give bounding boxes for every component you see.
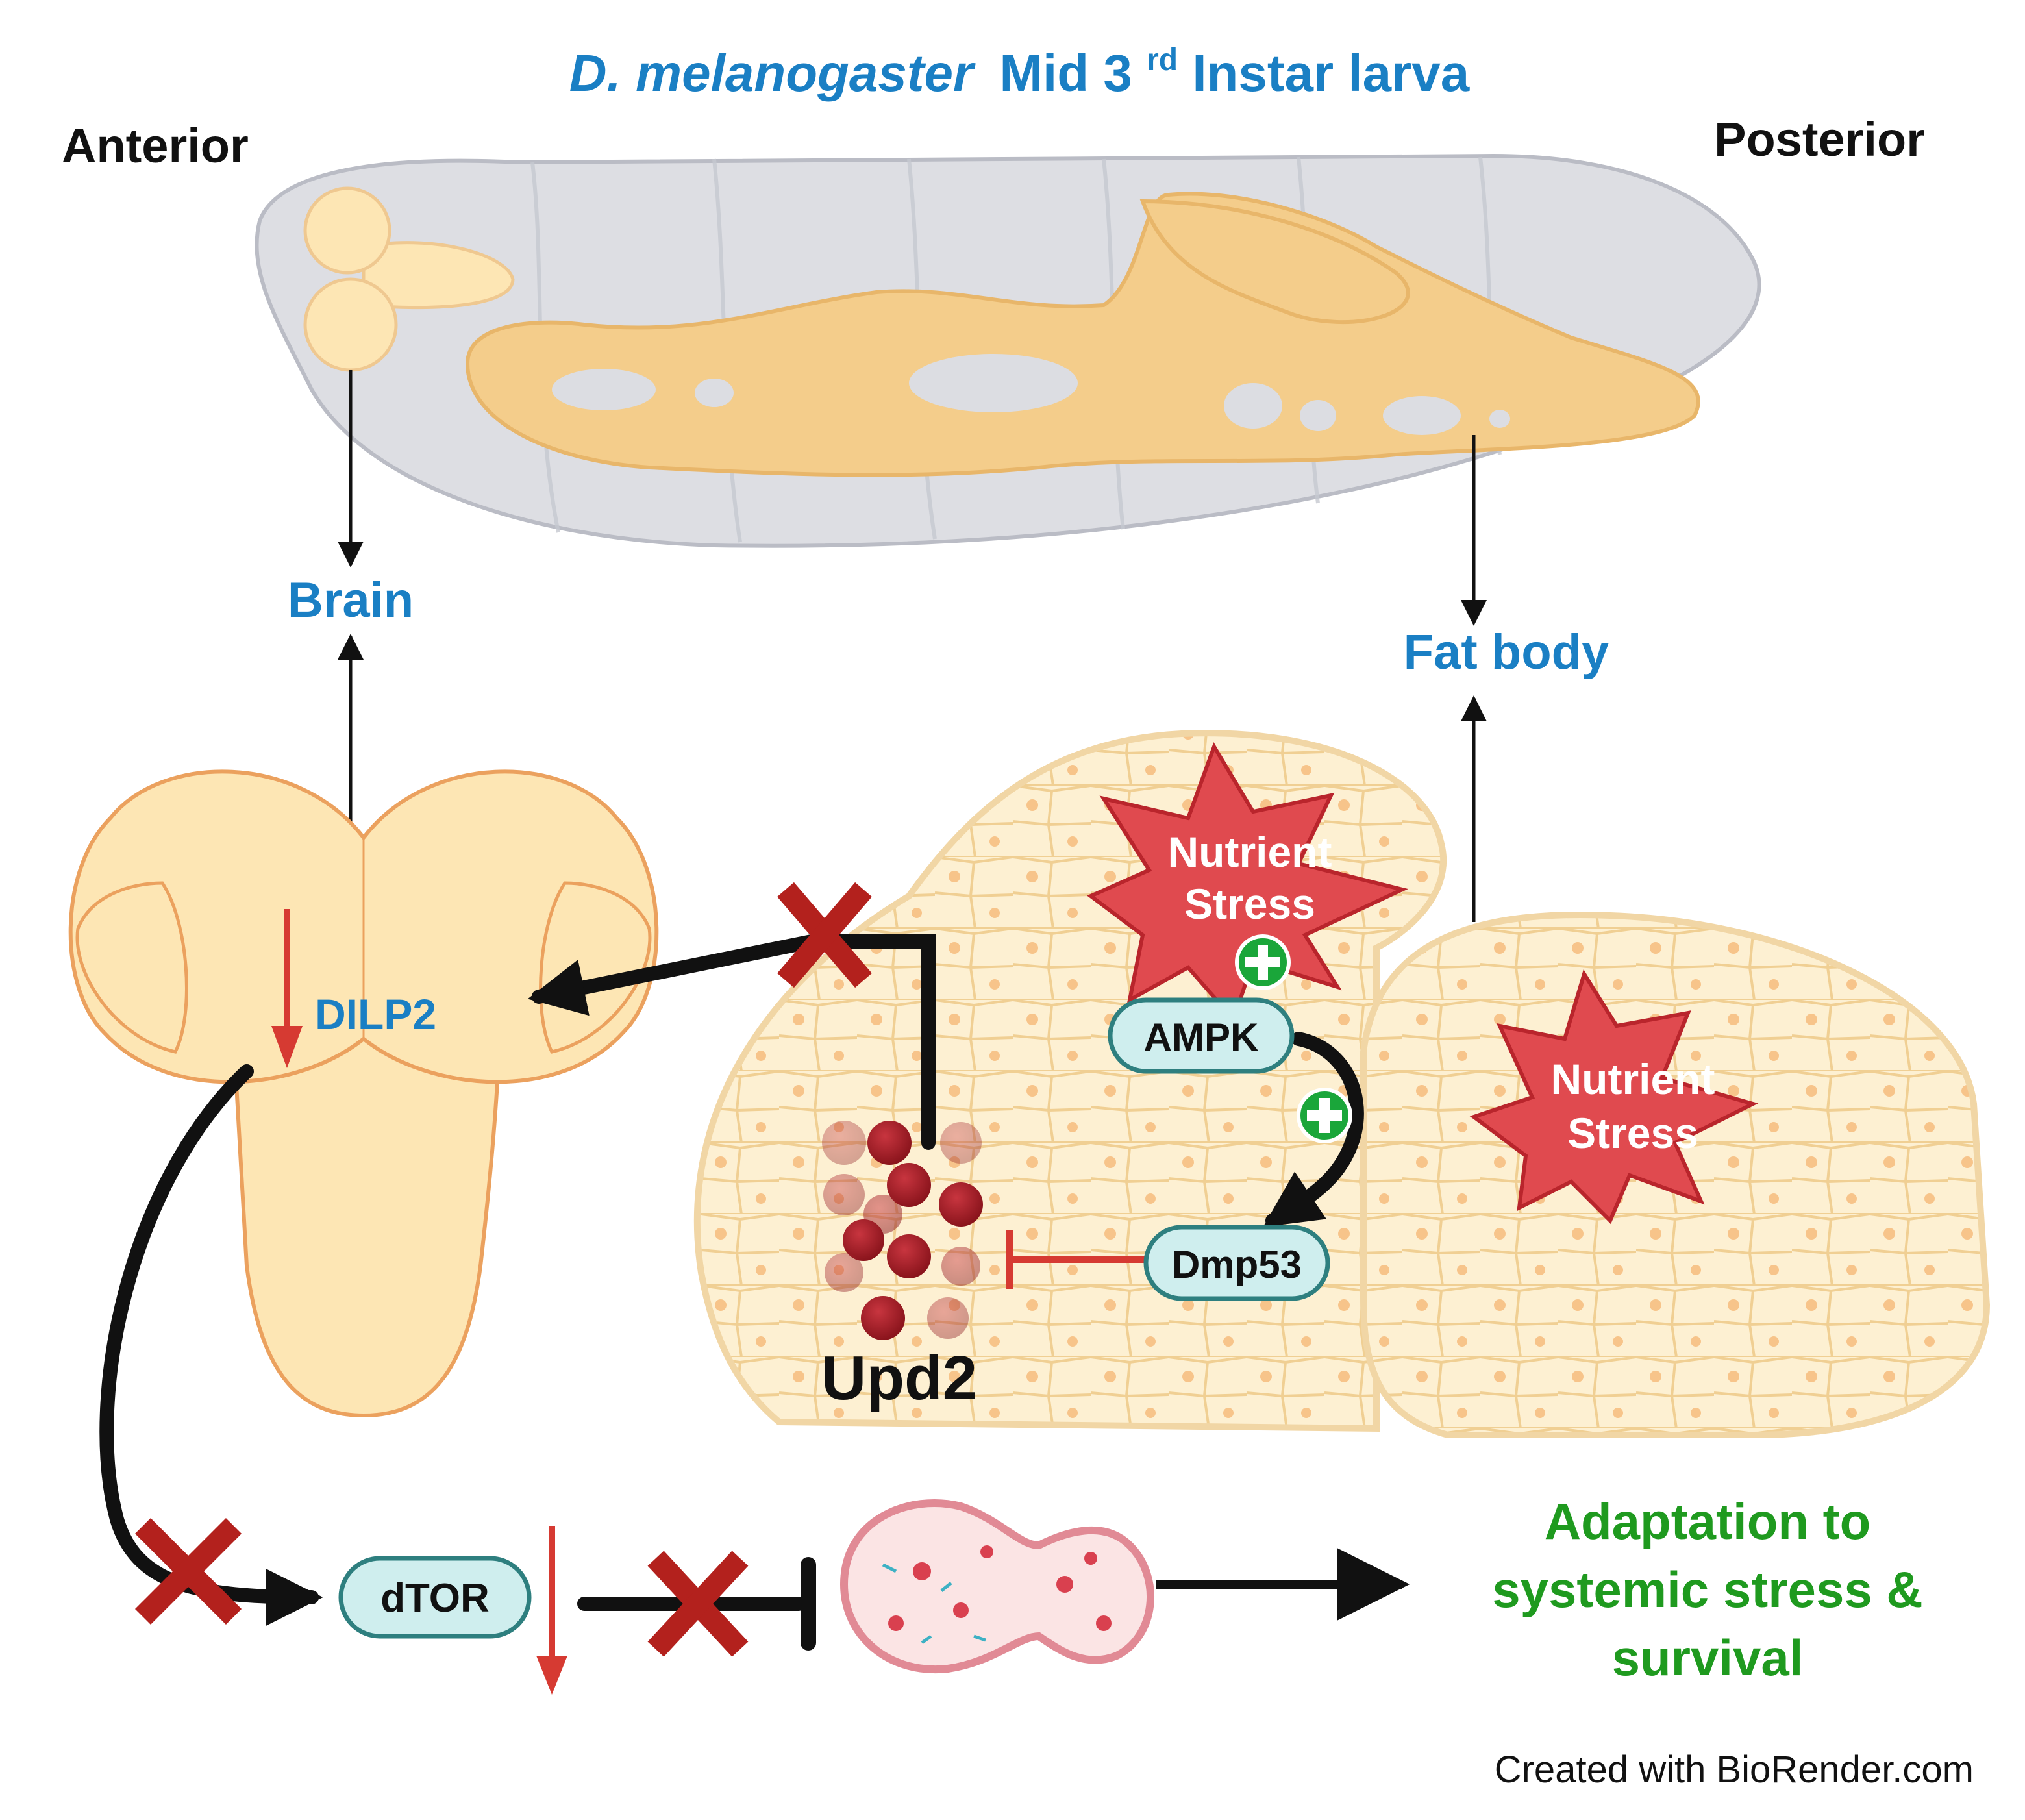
title-rest: Instar larva [1192,44,1469,102]
fat-body-label: Fat body [1404,625,1609,680]
nutrient-stress-star-2 [1469,969,1759,1225]
ampk-label: AMPK [1144,1016,1259,1059]
upd2-cluster [822,1121,983,1340]
dmp53-inhibits-upd2 [1006,1230,1149,1289]
dilp2-label: DILP2 [315,990,436,1038]
outcome-line1: Adaptation to [1545,1493,1871,1550]
dtor-pill [338,1556,532,1639]
ampk-pill [1108,997,1295,1074]
down-arrow-dtor [536,1526,567,1695]
title-stage: Mid 3 [999,44,1132,102]
down-arrow-dilp2 [271,909,303,1068]
stress-2-line2: Stress [1567,1109,1698,1157]
dmp53-label: Dmp53 [1172,1243,1302,1286]
outcome-line2: systemic stress & [1492,1561,1922,1618]
brain-label: Brain [288,573,414,628]
brain-illustration [68,769,659,1418]
dmp53-pill [1143,1225,1330,1301]
block-x-upd2-dilp2 [777,882,872,988]
autophagosome-icon [839,1499,1155,1674]
stress-1-line1: Nutrient [1168,828,1332,876]
upd2-label: Upd2 [821,1343,977,1413]
larva-brain [303,186,515,372]
title-superscript: rd [1147,43,1178,77]
stress-2-line1: Nutrient [1551,1055,1715,1103]
dtor-label: dTOR [380,1576,490,1621]
credit-label: Created with BioRender.com [1495,1749,1974,1791]
plus-badge-1 [1235,934,1291,990]
organ-connectors [338,370,1487,922]
anterior-label: Anterior [62,119,249,173]
larva-illustration [255,153,1761,548]
plus-badge-2 [1297,1088,1352,1143]
outcome-line3: survival [1612,1629,1804,1686]
block-x-dtor-autophagy [647,1551,749,1657]
stress-1-line2: Stress [1184,880,1315,928]
block-x-dilp2-dtor [134,1517,242,1625]
title-species: D. melanogaster [569,44,976,102]
posterior-label: Posterior [1714,112,1925,166]
figure-title: D. melanogaster Mid 3 rd Instar larva [569,23,1470,102]
